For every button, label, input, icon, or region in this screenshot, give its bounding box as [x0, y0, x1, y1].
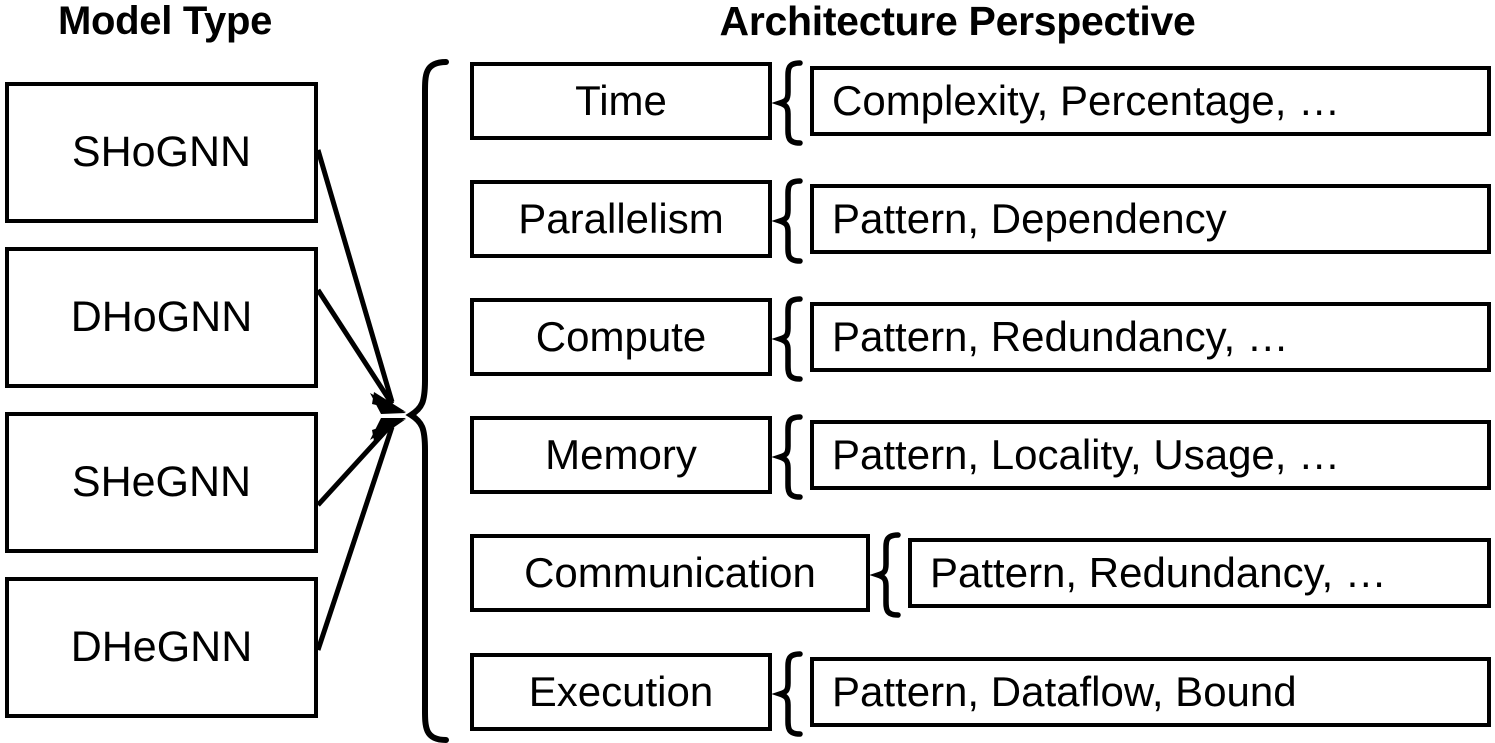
- arrow-shaft-dhognn: [315, 288, 395, 406]
- architecture-perspective-column-header: Architecture Perspective: [719, 0, 1196, 44]
- perspective-label: Communication: [524, 549, 816, 596]
- arrow-shaft-dhegnn: [315, 426, 395, 651]
- model-type-label: SHoGNN: [71, 128, 252, 176]
- curly-brace-icon-memory: [771, 414, 803, 500]
- perspective-label: Memory: [545, 431, 697, 478]
- model-type-label: DHeGNN: [70, 623, 253, 671]
- perspective-box-communication[interactable]: Communication: [470, 534, 870, 612]
- detail-box-communication[interactable]: Pattern, Redundancy, …: [908, 538, 1491, 608]
- model-type-box-dhognn[interactable]: DHoGNN: [5, 247, 318, 388]
- detail-box-memory[interactable]: Pattern, Locality, Usage, …: [810, 420, 1491, 490]
- perspective-label: Execution: [528, 668, 714, 715]
- detail-label: Pattern, Dependency: [832, 195, 1227, 242]
- curly-brace-icon-communication: [869, 532, 901, 618]
- detail-label: Pattern, Redundancy, …: [930, 549, 1387, 596]
- curly-brace-icon-parallelism: [771, 178, 803, 264]
- detail-box-parallelism[interactable]: Pattern, Dependency: [810, 184, 1491, 254]
- curly-brace-icon-compute: [771, 296, 803, 382]
- arrow-shaft-shegnn: [316, 422, 394, 507]
- row-braces: [771, 60, 901, 737]
- perspective-box-compute[interactable]: Compute: [470, 298, 772, 376]
- detail-label: Complexity, Percentage, …: [832, 77, 1341, 124]
- arrowhead-icon-shognn: [372, 392, 406, 412]
- curly-brace-icon-time: [771, 60, 803, 146]
- model-type-box-shognn[interactable]: SHoGNN: [5, 82, 318, 223]
- model-type-box-dhegnn[interactable]: DHeGNN: [5, 577, 318, 718]
- detail-label: Pattern, Locality, Usage, …: [832, 431, 1341, 478]
- arrowhead-icon-lower: [370, 418, 406, 440]
- perspective-box-time[interactable]: Time: [470, 62, 772, 140]
- detail-box-execution[interactable]: Pattern, Dataflow, Bound: [810, 657, 1491, 727]
- detail-label: Pattern, Redundancy, …: [832, 313, 1289, 360]
- detail-label: Pattern, Dataflow, Bound: [832, 668, 1297, 715]
- arrowhead-icon-upper: [370, 393, 406, 414]
- model-type-label: DHoGNN: [70, 293, 253, 341]
- model-type-label: SHeGNN: [71, 458, 252, 506]
- perspective-box-memory[interactable]: Memory: [470, 416, 772, 494]
- convergence-arrows: [315, 149, 406, 651]
- left-curly-brace-icon: [405, 59, 449, 743]
- arrow-shaft-shognn: [315, 149, 395, 403]
- perspective-box-parallelism[interactable]: Parallelism: [470, 180, 772, 258]
- detail-box-time[interactable]: Complexity, Percentage, …: [810, 66, 1491, 136]
- perspective-box-execution[interactable]: Execution: [470, 653, 772, 731]
- perspective-label: Compute: [535, 313, 707, 360]
- detail-box-compute[interactable]: Pattern, Redundancy, …: [810, 302, 1491, 372]
- curly-brace-icon-execution: [771, 651, 803, 737]
- perspective-label: Parallelism: [518, 195, 724, 242]
- model-type-box-shegnn[interactable]: SHeGNN: [5, 412, 318, 553]
- model-type-column-header: Model Type: [57, 0, 273, 43]
- perspective-label: Time: [575, 77, 667, 124]
- arrowhead-icon-dhegnn: [372, 419, 406, 441]
